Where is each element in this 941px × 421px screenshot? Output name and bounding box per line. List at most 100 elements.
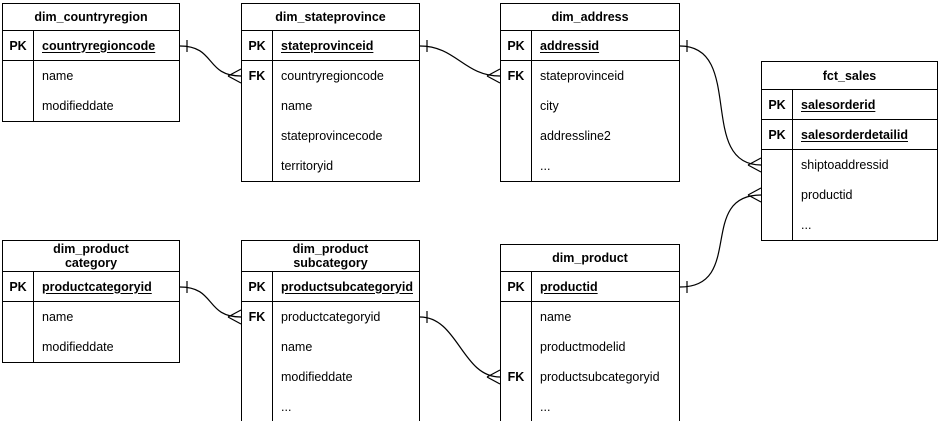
relationship-product-fctsales[interactable] [679,187,762,293]
attribute-name: name [42,310,74,324]
attribute-name: ... [281,400,292,414]
attribute-name: addressline2 [540,129,611,143]
entity-title: dim_product subcategory [242,241,419,272]
key-label [501,91,532,121]
crow-foot-many [747,157,762,173]
key-label: PK [501,272,532,301]
attribute-name: productsubcategoryid [281,279,413,294]
attribute-name: modifieddate [42,340,114,354]
entity-title: dim_stateprovince [242,4,419,31]
attribute-name: addressid [540,38,600,53]
key-label [242,332,273,362]
table-row: PK productsubcategoryid [242,272,419,302]
entity-dim-product-category[interactable]: dim_product category PK productcategoryi… [2,240,180,363]
entity-title: fct_sales [762,62,937,90]
key-label [501,121,532,151]
attribute-name: shiptoaddressid [801,158,889,172]
table-row: PK salesorderid [762,90,937,120]
relationship-productsubcategory-product[interactable] [419,311,501,385]
key-label [242,121,273,151]
attribute-name: ... [540,400,551,414]
table-row: PK salesorderdetailid [762,120,937,150]
attribute-name: stateprovincecode [281,129,383,143]
key-label [3,302,34,332]
table-row: PK countryregioncode [3,31,179,61]
attribute-name: name [540,310,572,324]
key-label: PK [762,120,793,149]
table-row: city [501,91,679,121]
entity-title: dim_product category [3,241,179,272]
key-label [3,332,34,362]
attribute-name: countryregioncode [281,69,384,83]
key-label [762,210,793,240]
table-row: name [3,302,179,332]
attribute-name: territoryid [281,159,334,173]
table-row: FK countryregioncode [242,61,419,91]
attribute-name: salesorderdetailid [801,127,908,142]
attribute-name: productid [801,188,853,202]
table-row: territoryid [242,151,419,181]
key-label [501,302,532,332]
key-label [762,150,793,180]
attribute-name: name [281,99,313,113]
entity-title: dim_address [501,4,679,31]
key-label: PK [242,272,273,301]
table-row: PK productcategoryid [3,272,179,302]
attribute-name: salesorderid [801,97,876,112]
entity-title: dim_countryregion [3,4,179,31]
attribute-name: name [281,340,313,354]
table-row: addressline2 [501,121,679,151]
relationship-address-fctsales[interactable] [679,40,762,173]
table-row: ... [242,392,419,421]
crow-foot-many [486,68,501,84]
entity-dim-product[interactable]: dim_product PK productid name productmod… [500,244,680,421]
attribute-name: modifieddate [42,99,114,113]
key-label: FK [242,302,273,332]
attribute-name: modifieddate [281,370,353,384]
key-label: PK [762,90,793,119]
key-label [242,91,273,121]
table-row: FK productcategoryid [242,302,419,332]
table-row: name [3,61,179,91]
attribute-name: stateprovinceid [281,38,374,53]
attribute-name: stateprovinceid [540,69,625,83]
entity-fct-sales[interactable]: fct_sales PK salesorderid PK salesorderd… [761,61,938,241]
entity-dim-countryregion[interactable]: dim_countryregion PK countryregioncode n… [2,3,180,122]
crow-foot-many [747,187,762,203]
key-label: PK [242,31,273,60]
table-row: productmodelid [501,332,679,362]
key-label [762,180,793,210]
attribute-name: name [42,69,74,83]
table-row: FK stateprovinceid [501,61,679,91]
table-row: ... [501,151,679,181]
attribute-name: productcategoryid [281,310,381,324]
table-row: PK stateprovinceid [242,31,419,61]
key-label [501,151,532,181]
key-label: FK [501,362,532,392]
key-label: PK [3,31,34,60]
key-label [501,332,532,362]
table-row: FK productsubcategoryid [501,362,679,392]
attribute-name: productmodelid [540,340,626,354]
relationship-stateprovince-address[interactable] [419,40,501,84]
crow-foot-many [486,369,501,385]
key-label: FK [501,61,532,91]
table-row: ... [501,392,679,421]
table-row: name [501,302,679,332]
entity-dim-stateprovince[interactable]: dim_stateprovince PK stateprovinceid FK … [241,3,420,182]
relationship-productcategory-productsubcategory[interactable] [179,281,242,325]
key-label [242,362,273,392]
table-row: PK addressid [501,31,679,61]
entity-dim-product-subcategory[interactable]: dim_product subcategory PK productsubcat… [241,240,420,421]
entity-dim-address[interactable]: dim_address PK addressid FK stateprovinc… [500,3,680,182]
attribute-name: countryregioncode [42,38,156,53]
table-row: ... [762,210,937,240]
key-label [242,151,273,181]
table-row: modifieddate [3,91,179,121]
key-label: PK [501,31,532,60]
relationship-countryregion-stateprovince[interactable] [179,40,242,84]
table-row: modifieddate [3,332,179,362]
key-label [3,61,34,91]
attribute-name: ... [540,159,551,173]
